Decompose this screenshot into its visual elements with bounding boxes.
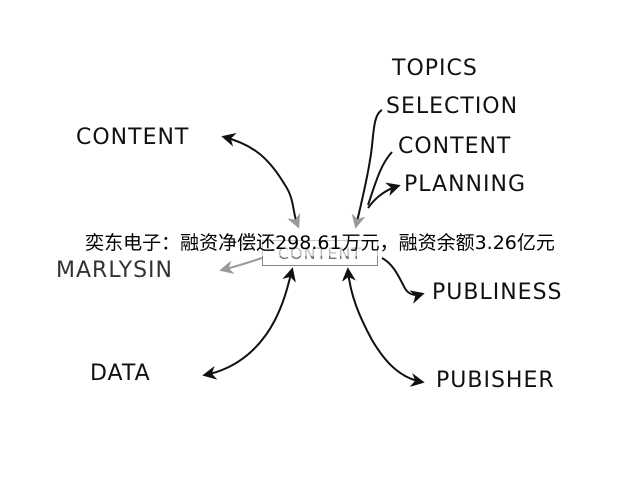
node-publiness: PUBLINESS — [432, 280, 563, 305]
node-marlysin: MARLYSIN — [56, 258, 174, 283]
arrow-data — [202, 267, 296, 380]
arrow-pubisher — [341, 267, 425, 387]
arrow-planning — [367, 182, 401, 209]
arrow-content-right — [367, 151, 393, 206]
node-planning: PLANNING — [404, 172, 526, 197]
caption-overlay: 奕东电子：融资净偿还298.61万元，融资余额3.26亿元 — [0, 230, 640, 256]
node-data: DATA — [90, 361, 151, 386]
node-pubisher: PUBISHER — [436, 368, 555, 393]
node-topics: TOPICS — [392, 56, 478, 81]
node-content-left: CONTENT — [76, 125, 190, 150]
node-content-right: CONTENT — [398, 134, 512, 159]
arrow-topics-selection — [351, 109, 383, 229]
arrow-content-left — [221, 133, 301, 229]
arrow-marlysin — [219, 257, 263, 275]
node-selection: SELECTION — [386, 94, 519, 119]
arrow-publiness — [381, 257, 425, 304]
